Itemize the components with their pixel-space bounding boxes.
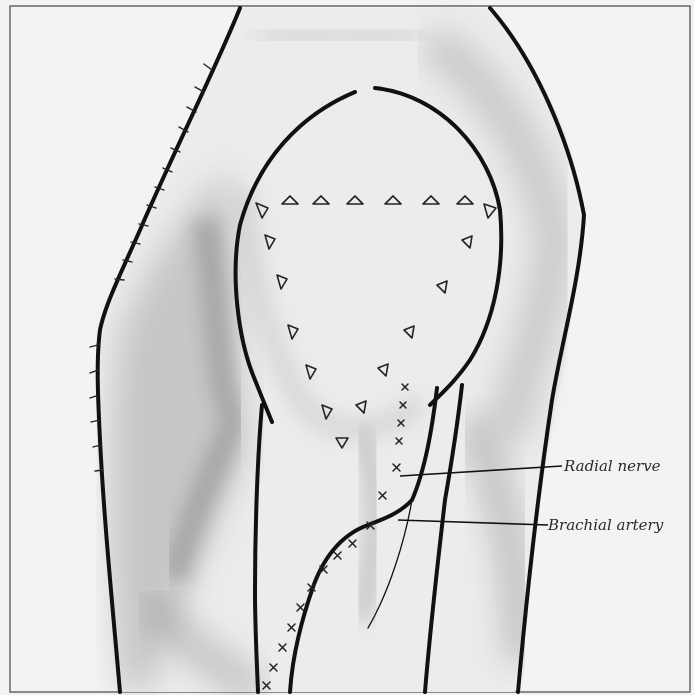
radial-nerve-label: Radial nerve	[563, 457, 661, 475]
brachial-artery-label: Brachial artery	[547, 516, 664, 534]
